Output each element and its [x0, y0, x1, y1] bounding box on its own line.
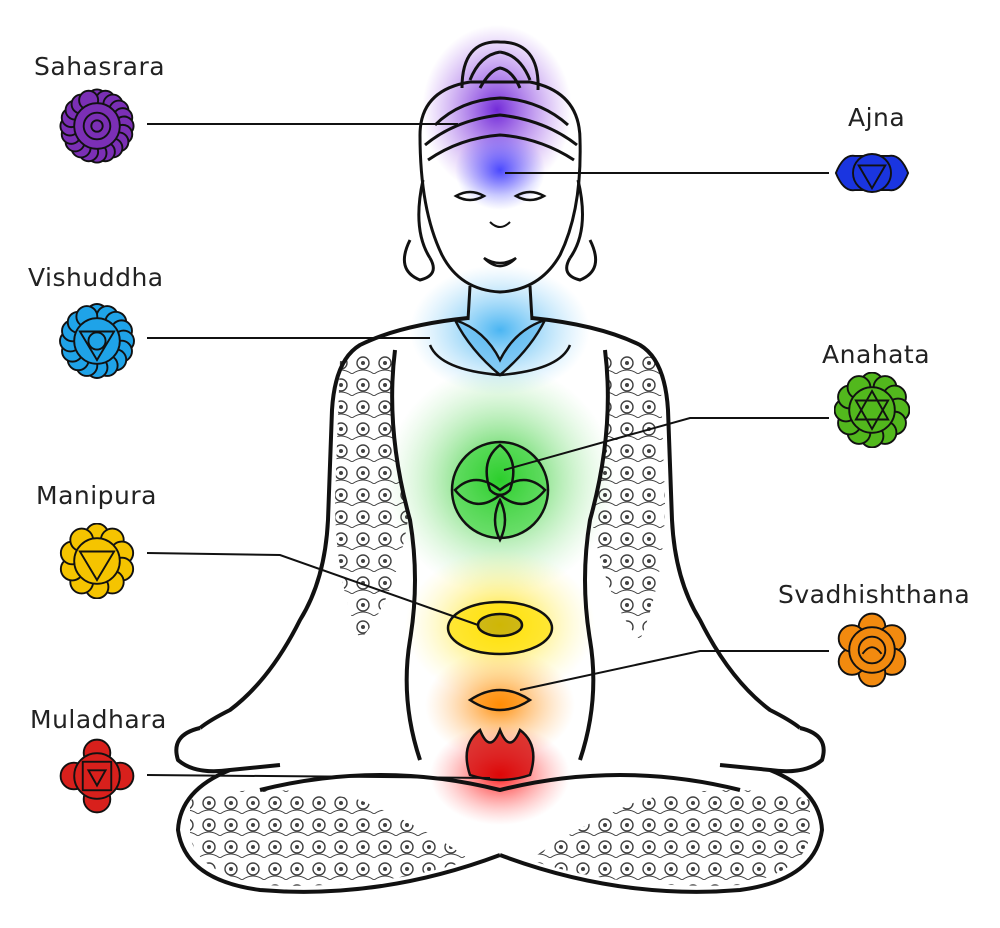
- label-muladhara: Muladhara: [30, 705, 167, 734]
- anahata-icon: [834, 372, 910, 448]
- throat-glow: [410, 265, 590, 395]
- line-manipura: [146, 552, 479, 626]
- label-vishuddha: Vishuddha: [28, 263, 164, 292]
- ajna-icon: [834, 153, 910, 193]
- third-eye-glow: [455, 130, 545, 210]
- muladhara-icon: [59, 738, 135, 814]
- line-svadhisthana: [519, 650, 829, 691]
- label-ajna: Ajna: [848, 103, 906, 132]
- svadhisthana-icon: [837, 612, 907, 688]
- label-manipura: Manipura: [36, 481, 157, 510]
- label-svadhisthana: Svadhishthana: [778, 580, 971, 609]
- vishuddha-icon: [59, 303, 135, 379]
- line-muladhara: [146, 774, 491, 779]
- label-anahata: Anahata: [822, 340, 931, 369]
- sahasrara-icon: [59, 88, 135, 164]
- line-anahata: [503, 417, 829, 471]
- label-sahasrara: Sahasrara: [34, 52, 166, 81]
- manipura-icon: [59, 523, 135, 599]
